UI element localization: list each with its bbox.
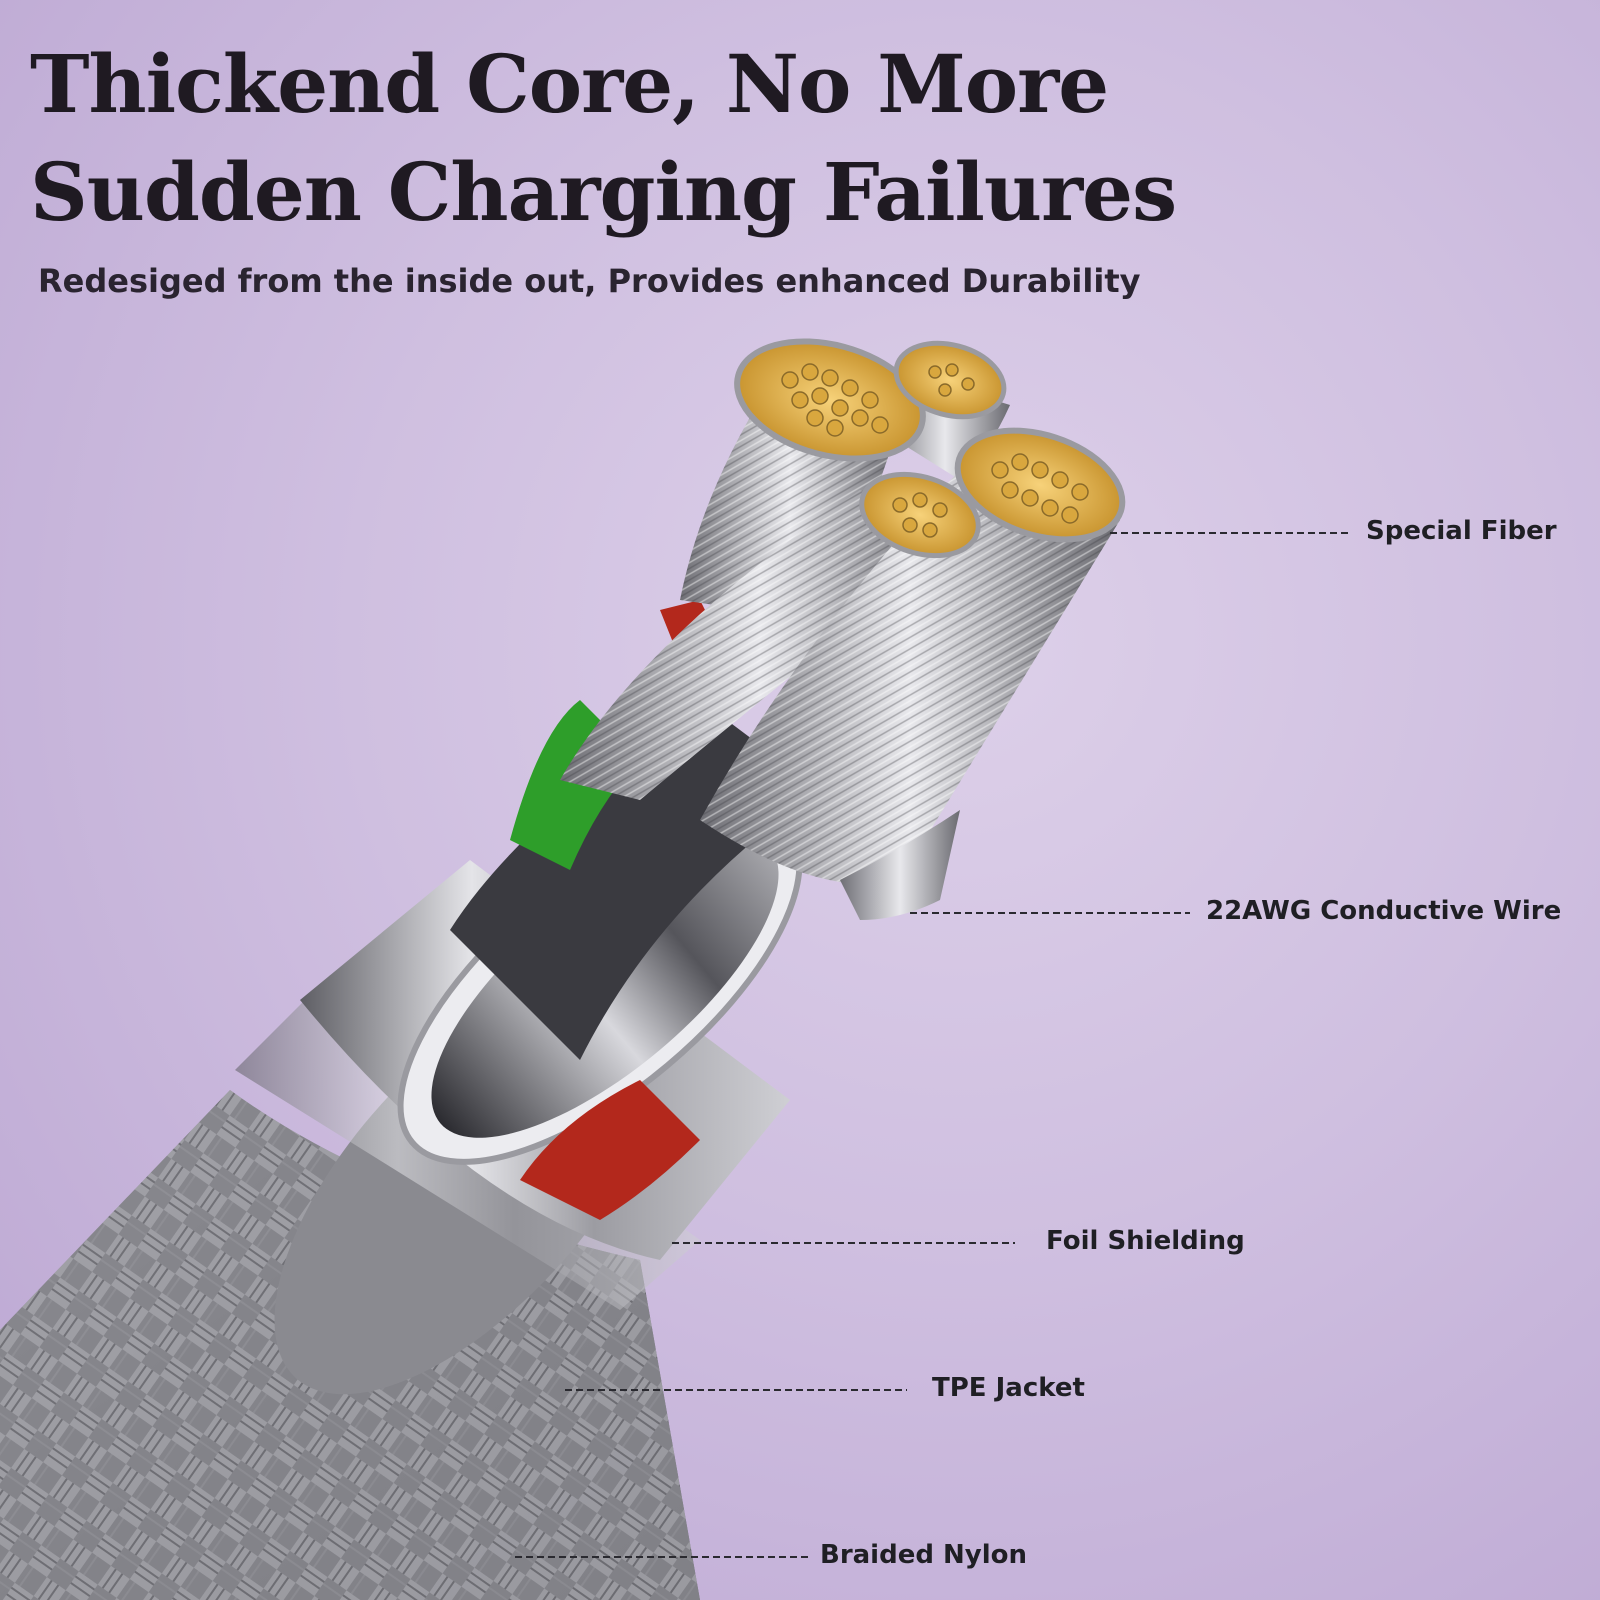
subtitle: Redesiged from the inside out, Provides …	[38, 262, 1141, 300]
headline: Thickend Core, No More Sudden Charging F…	[30, 30, 1177, 246]
label-foil-shielding: Foil Shielding	[1046, 1226, 1245, 1256]
label-tpe-jacket: TPE Jacket	[932, 1373, 1085, 1403]
headline-line-2: Sudden Charging Failures	[30, 145, 1177, 239]
callout-leader-lines	[515, 532, 1352, 1558]
label-braided-nylon: Braided Nylon	[820, 1540, 1027, 1570]
stranded-wires	[560, 380, 1120, 920]
headline-line-1: Thickend Core, No More	[30, 37, 1109, 131]
copper-conductor-ends	[734, 338, 1126, 559]
label-special-fiber: Special Fiber	[1366, 516, 1557, 546]
label-conductive-wire: 22AWG Conductive Wire	[1206, 896, 1562, 926]
red-insulation	[520, 1080, 700, 1220]
